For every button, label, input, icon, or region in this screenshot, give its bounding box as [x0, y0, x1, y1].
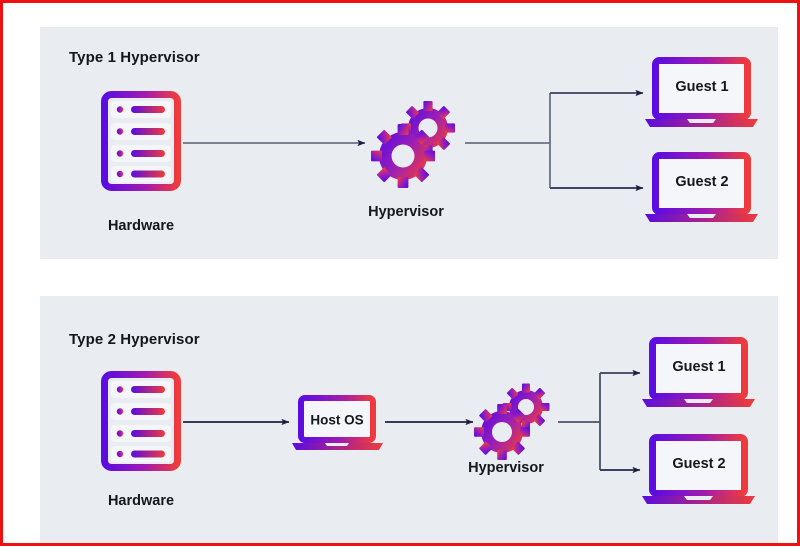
laptop-icon-guest2-type2	[642, 434, 755, 504]
gears-icon-type1	[371, 101, 455, 188]
screen-label-host-os: Host OS	[310, 412, 364, 428]
label-hypervisor-type2: Hypervisor	[468, 460, 544, 476]
section-title-type-2: Type 2 Hypervisor	[69, 331, 200, 348]
screen-label-guest1-type2: Guest 1	[672, 359, 726, 375]
server-icon-type2	[101, 371, 181, 471]
screen-label-guest2-type2: Guest 2	[672, 456, 726, 472]
screen-label-guest1-type1: Guest 1	[675, 79, 729, 95]
label-hypervisor-type1: Hypervisor	[368, 204, 444, 220]
laptop-icon-guest1-type2	[642, 337, 755, 407]
laptop-icon-guest1-type1	[645, 57, 758, 127]
laptop-icon-guest2-type1	[645, 152, 758, 222]
label-hardware-type1: Hardware	[107, 218, 175, 234]
section-title-type-1: Type 1 Hypervisor	[69, 49, 200, 66]
label-hardware-type2: Hardware	[107, 493, 175, 509]
laptop-icon-host-os	[292, 395, 383, 450]
screen-label-guest2-type1: Guest 2	[675, 174, 729, 190]
gears-icon-type2	[474, 383, 550, 460]
server-icon-type1	[101, 91, 181, 191]
